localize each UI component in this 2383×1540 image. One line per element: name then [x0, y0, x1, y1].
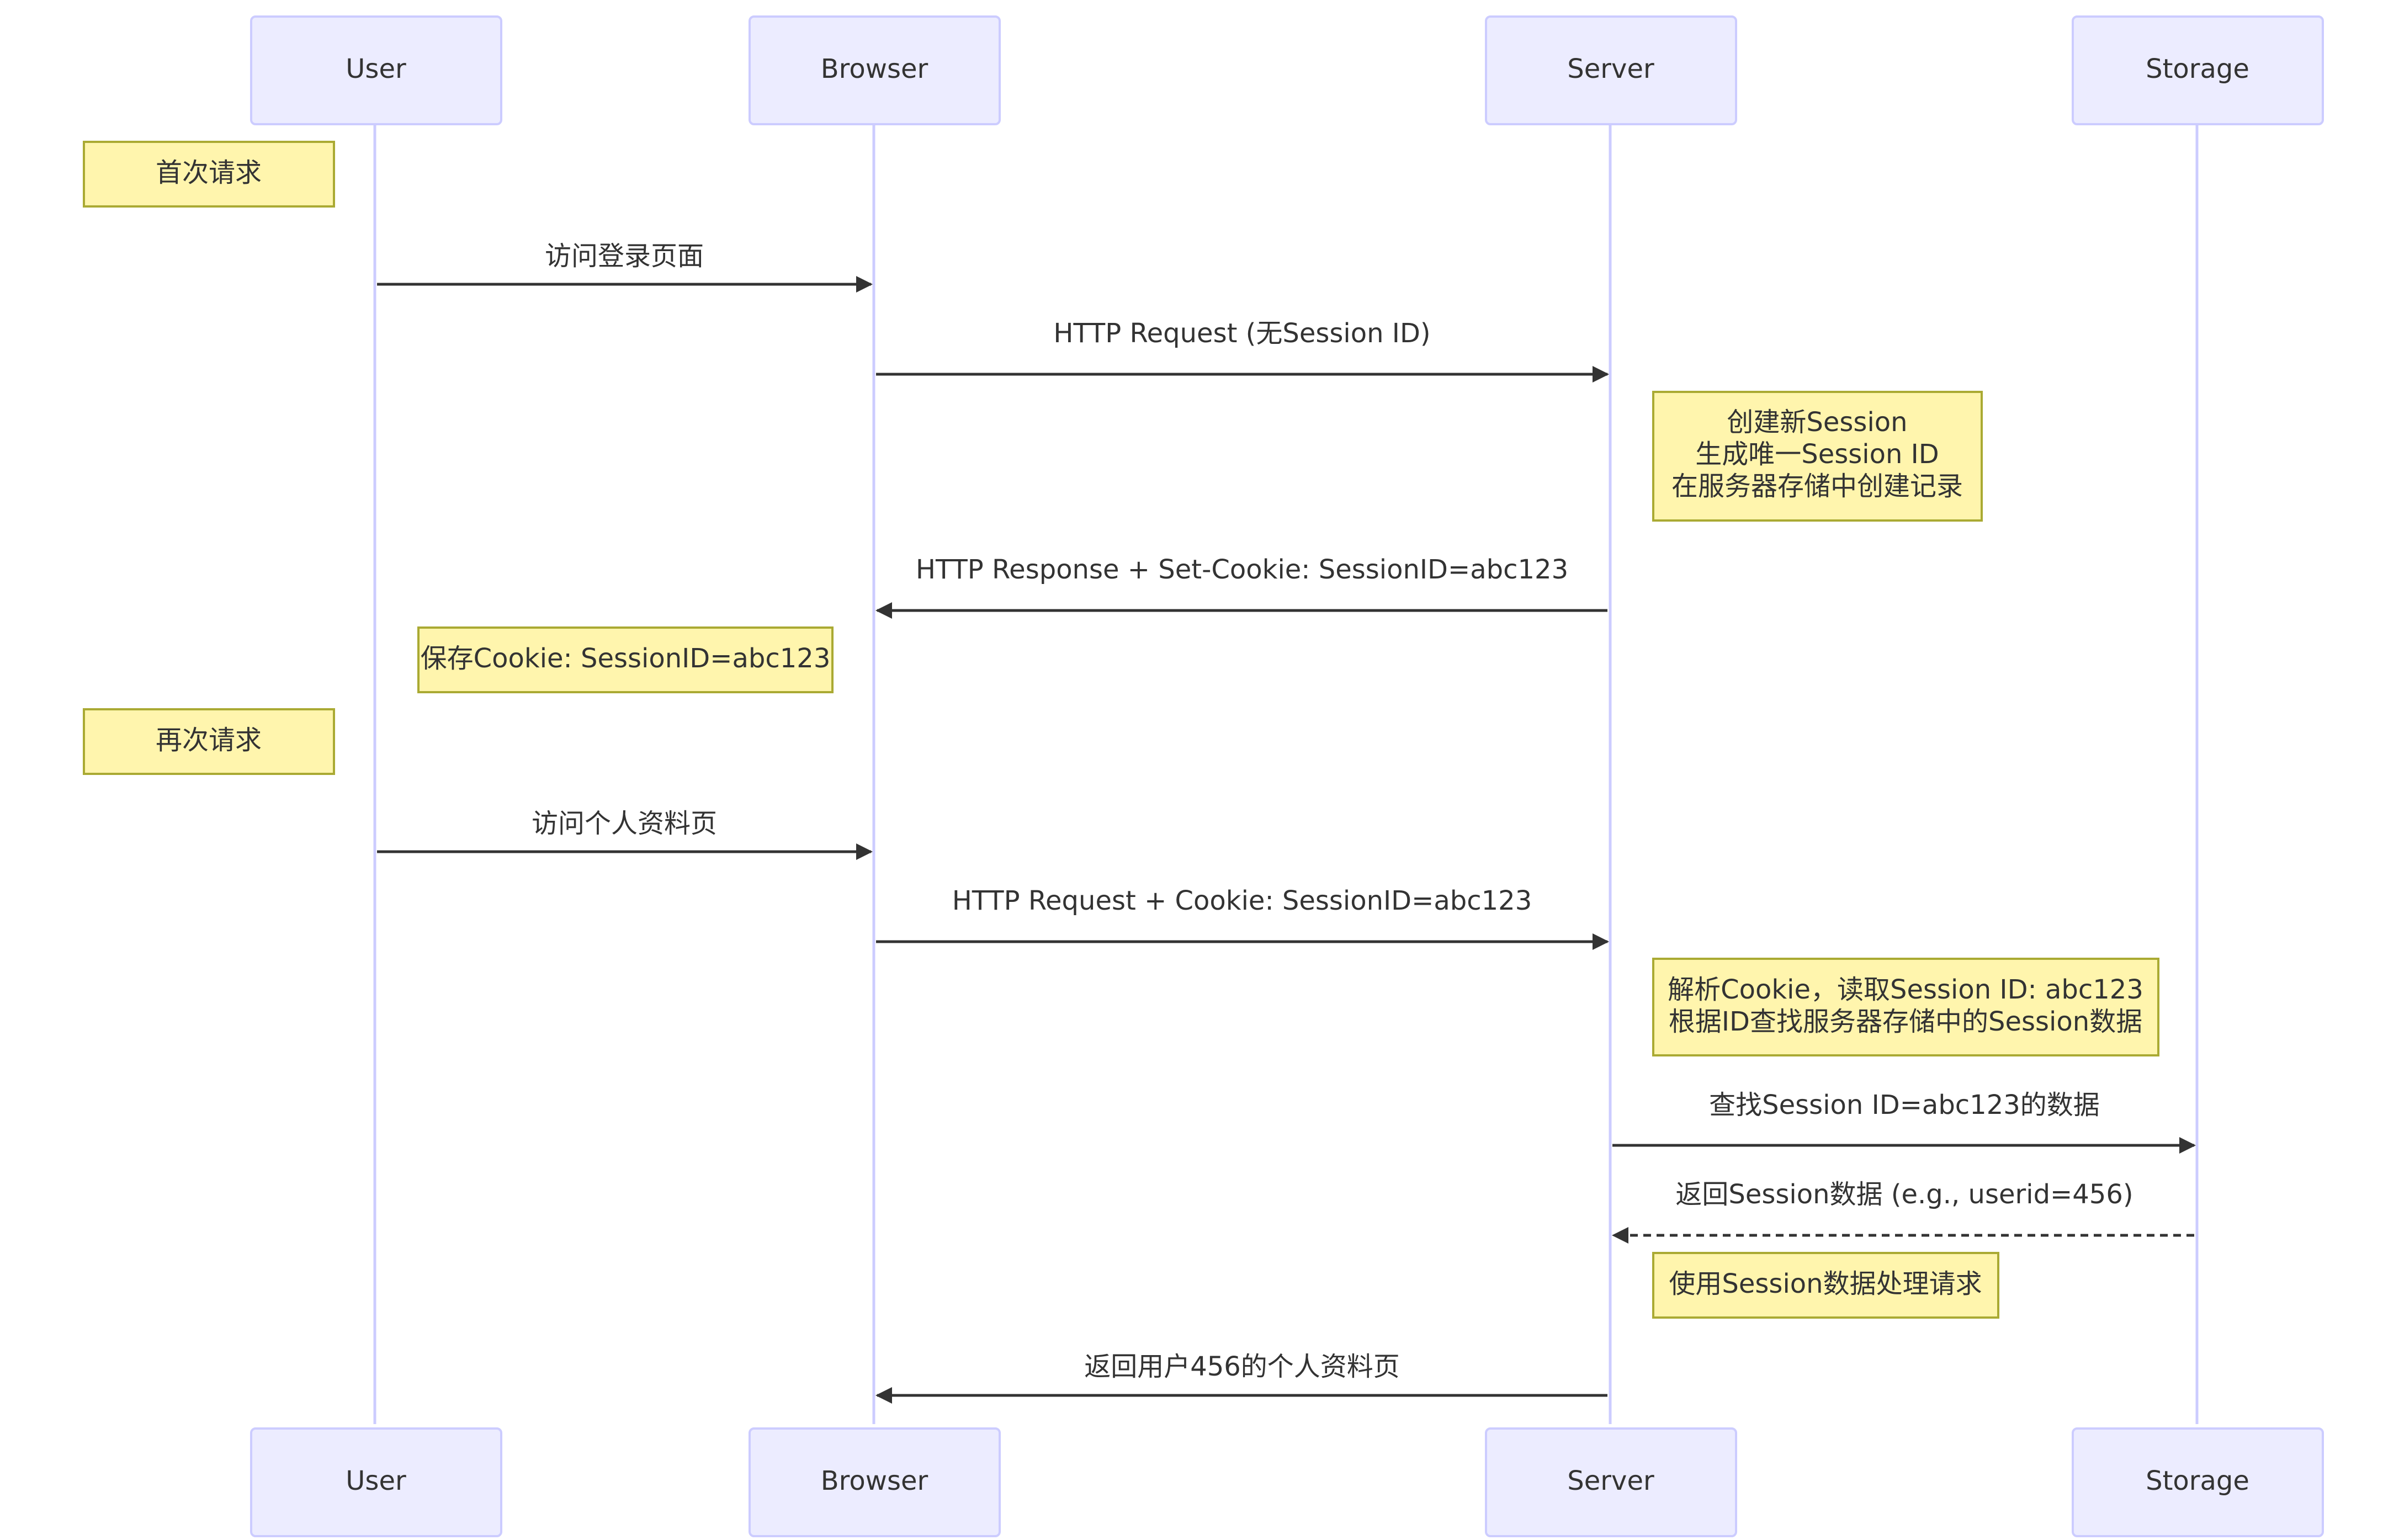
note-text: 保存Cookie: SessionID=abc123 [421, 643, 831, 674]
note-line: 根据ID查找服务器存储中的Session数据 [1669, 1006, 2142, 1037]
message-http-request-with-cookie: HTTP Request + Cookie: SessionID=abc123 [876, 885, 1609, 950]
message-return-session-data: 返回Session数据 (e.g., userid=456) [1612, 1179, 2194, 1244]
message-label: HTTP Response + Set-Cookie: SessionID=ab… [916, 554, 1568, 585]
message-label: 查找Session ID=abc123的数据 [1709, 1090, 2100, 1121]
actor-label: Browser [821, 54, 928, 84]
actor-label: Browser [821, 1465, 928, 1496]
note-line: 创建新Session [1727, 407, 1907, 438]
actor-storage-bottom: Storage [2072, 1427, 2324, 1537]
note-text: 使用Session数据处理请求 [1669, 1268, 1982, 1299]
actor-label: User [346, 1465, 406, 1496]
message-label: HTTP Request (无Session ID) [1053, 318, 1430, 349]
note-create-session: 创建新Session 生成唯一Session ID 在服务器存储中创建记录 [1652, 391, 1983, 522]
message-http-response-set-cookie: HTTP Response + Set-Cookie: SessionID=ab… [875, 554, 1607, 619]
message-label: HTTP Request + Cookie: SessionID=abc123 [952, 885, 1532, 916]
actor-server-bottom: Server [1485, 1427, 1737, 1537]
actor-label: Storage [2146, 1465, 2249, 1496]
actor-server-top: Server [1485, 15, 1737, 125]
actor-storage-top: Storage [2072, 15, 2324, 125]
actor-browser-top: Browser [749, 15, 1001, 125]
note-line: 生成唯一Session ID [1695, 439, 1939, 470]
actor-label: Server [1567, 1465, 1654, 1496]
message-label: 返回用户456的个人资料页 [1084, 1351, 1400, 1382]
message-http-request-no-session: HTTP Request (无Session ID) [876, 318, 1609, 383]
note-line: 在服务器存储中创建记录 [1671, 471, 1963, 502]
message-visit-profile: 访问个人资料页 [377, 808, 873, 860]
note-save-cookie: 保存Cookie: SessionID=abc123 [417, 626, 834, 693]
message-return-profile-page: 返回用户456的个人资料页 [875, 1351, 1607, 1404]
message-label: 访问个人资料页 [532, 808, 717, 839]
actor-browser-bottom: Browser [749, 1427, 1001, 1537]
note-use-session: 使用Session数据处理请求 [1652, 1252, 1999, 1319]
actor-user-top: User [250, 15, 502, 125]
note-text: 首次请求 [156, 157, 262, 188]
message-lookup-session: 查找Session ID=abc123的数据 [1612, 1090, 2196, 1154]
actor-label: User [346, 54, 406, 84]
note-first-request: 首次请求 [83, 141, 335, 208]
message-label: 访问登录页面 [545, 241, 704, 272]
note-line: 解析Cookie，读取Session ID: abc123 [1668, 974, 2143, 1005]
actor-label: Server [1567, 54, 1654, 84]
message-label: 返回Session数据 (e.g., userid=456) [1675, 1179, 2133, 1210]
actor-user-bottom: User [250, 1427, 502, 1537]
note-second-request: 再次请求 [83, 708, 335, 775]
note-parse-cookie: 解析Cookie，读取Session ID: abc123 根据ID查找服务器存… [1652, 958, 2159, 1056]
actor-label: Storage [2146, 54, 2249, 84]
note-text: 再次请求 [156, 725, 262, 756]
message-visit-login: 访问登录页面 [377, 241, 873, 293]
